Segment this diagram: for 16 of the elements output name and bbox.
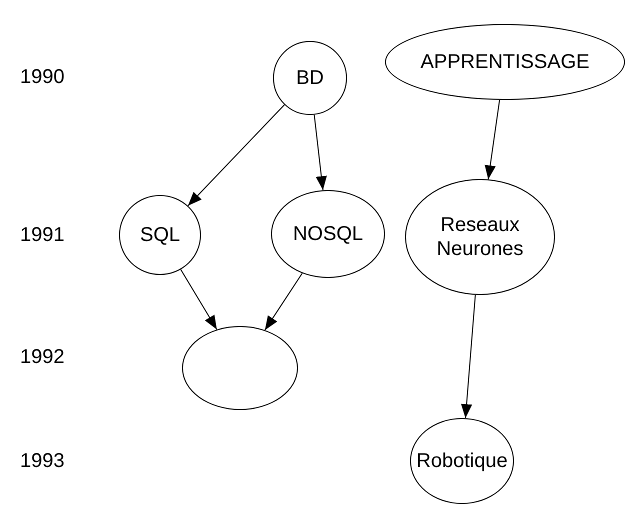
node-label: Robotique bbox=[415, 449, 509, 473]
arrow bbox=[264, 272, 303, 331]
node-label: APPRENTISSAGE bbox=[420, 50, 590, 74]
arrow bbox=[484, 99, 500, 180]
year-label: 1993 bbox=[20, 450, 64, 473]
node-label: NOSQL bbox=[292, 222, 364, 246]
node-label: Reseaux Neurones bbox=[436, 213, 524, 261]
arrow bbox=[314, 114, 327, 191]
node-label: SQL bbox=[138, 223, 182, 247]
year-label: 1990 bbox=[20, 66, 64, 89]
year-label: 1992 bbox=[20, 346, 64, 369]
year-label: 1991 bbox=[20, 224, 64, 247]
arrow bbox=[460, 294, 476, 419]
node-label: BD bbox=[295, 66, 325, 90]
arrow bbox=[180, 269, 218, 330]
arrow bbox=[187, 104, 285, 206]
